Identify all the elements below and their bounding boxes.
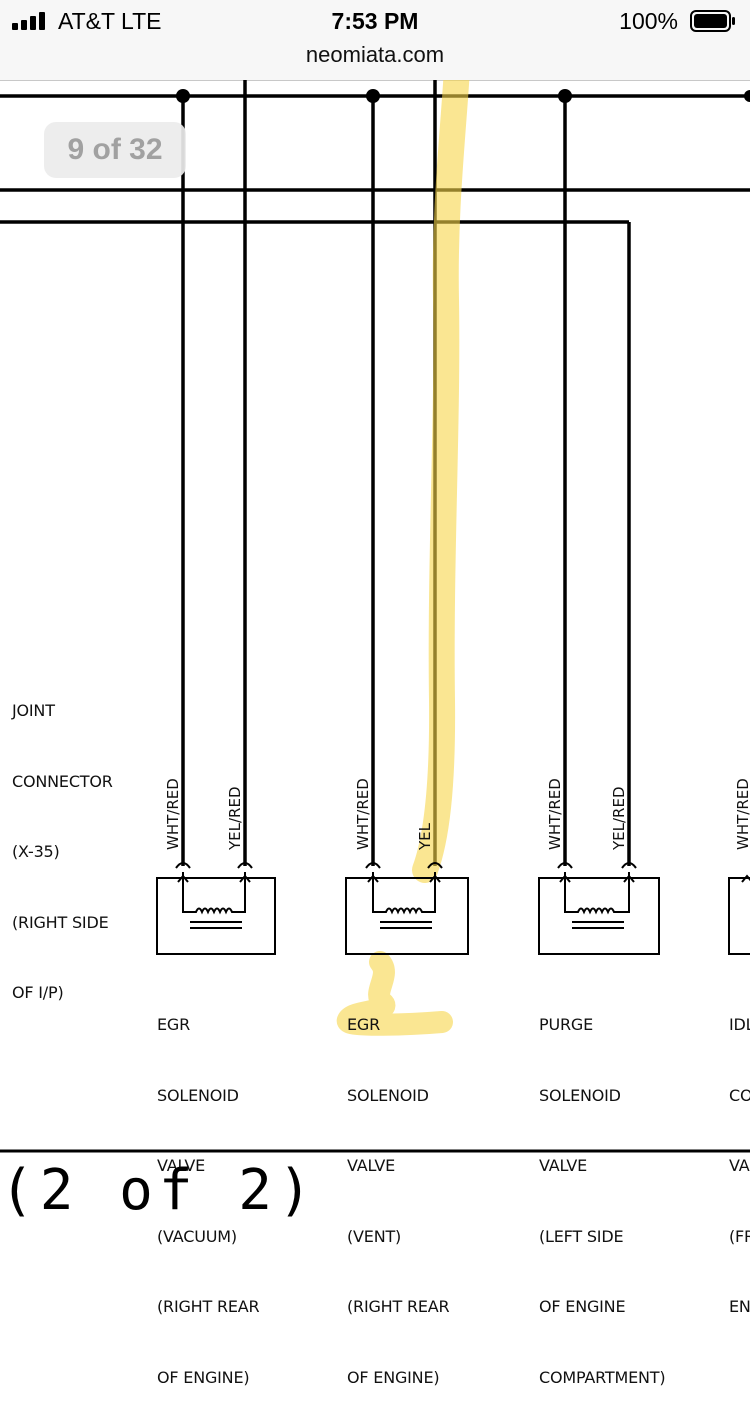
- egr-vent-valve-caption: EGR SOLENOID VALVE (VENT) (RIGHT REAR OF…: [347, 1015, 450, 1387]
- wire-label: WHT/RED: [546, 778, 564, 850]
- wire-label: WHT/RED: [164, 778, 182, 850]
- idle-valve-caption: IDL CO VA (FR EN: [729, 1015, 750, 1316]
- wire-label: YEL/RED: [226, 786, 244, 850]
- idle-control-valve-symbol: [728, 874, 750, 955]
- carrier-label: AT&T LTE: [58, 8, 162, 34]
- wire-label: YEL: [416, 823, 434, 850]
- wire-label: WHT/RED: [354, 778, 372, 850]
- wiring-diagram: [0, 80, 750, 1036]
- battery-icon: [690, 10, 735, 32]
- egr-vacuum-solenoid-symbol: [156, 862, 276, 955]
- joint-connector-label: JOINT CONNECTOR (X-35) (RIGHT SIDE OF I/…: [12, 701, 113, 1002]
- signal-strength-icon: [12, 12, 45, 30]
- egr-vent-solenoid-symbol: [345, 862, 469, 955]
- page-footer: (2 of 2): [0, 1158, 318, 1223]
- battery-percent: 100%: [619, 8, 678, 34]
- address-bar[interactable]: [0, 36, 750, 81]
- footer-divider: [0, 1149, 750, 1153]
- purge-solenoid-symbol: [538, 862, 660, 955]
- purge-valve-caption: PURGE SOLENOID VALVE (LEFT SIDE OF ENGIN…: [539, 1015, 666, 1387]
- page-indicator: 9 of 32: [44, 122, 186, 178]
- yellow-highlighter-marks: [336, 80, 470, 1036]
- wire-label: WHT/RED: [734, 778, 750, 850]
- wire-label: YEL/RED: [610, 786, 628, 850]
- url-text[interactable]: neomiata.com: [305, 42, 445, 67]
- clock-time: 7:53 PM: [331, 8, 419, 34]
